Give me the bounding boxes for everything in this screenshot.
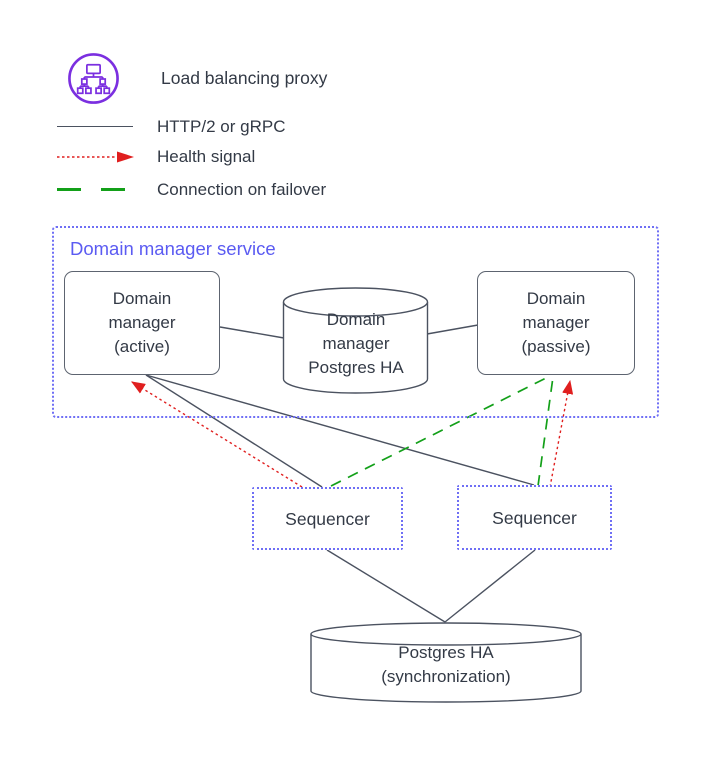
legend-label-connection-on-failover: Connection on failover (157, 180, 327, 199)
legend-key-failover-dashes (57, 188, 133, 192)
node-postgres-sync-label: Postgres HA (synchronization) (381, 643, 511, 686)
domain-manager-service-label: Domain manager service (70, 238, 276, 259)
legend-label-http2-grpc: HTTP/2 or gRPC (157, 117, 286, 136)
node-domain-manager-active: Domain manager (active) (64, 271, 220, 375)
node-domain-manager-passive: Domain manager (passive) (477, 271, 635, 375)
legend-key-health-arrow (56, 150, 136, 169)
legend-key-solid-line (57, 126, 133, 127)
node-domain-manager-postgres-ha-label: Domain manager Postgres HA (308, 310, 404, 377)
edge-sequencer-right-to-sync-db (444, 549, 536, 623)
legend-label-load-balancing-proxy: Load balancing proxy (161, 68, 328, 88)
node-sequencer-right: Sequencer (457, 485, 612, 550)
legend-label-health-signal: Health signal (157, 147, 256, 166)
edge-sequencer-left-to-sync-db (326, 549, 446, 623)
green-dash (57, 188, 81, 192)
load-balancer-icon (67, 52, 120, 105)
domain-manager-service-group (52, 226, 659, 418)
node-sequencer-left: Sequencer (252, 487, 403, 550)
green-dash (101, 188, 125, 192)
